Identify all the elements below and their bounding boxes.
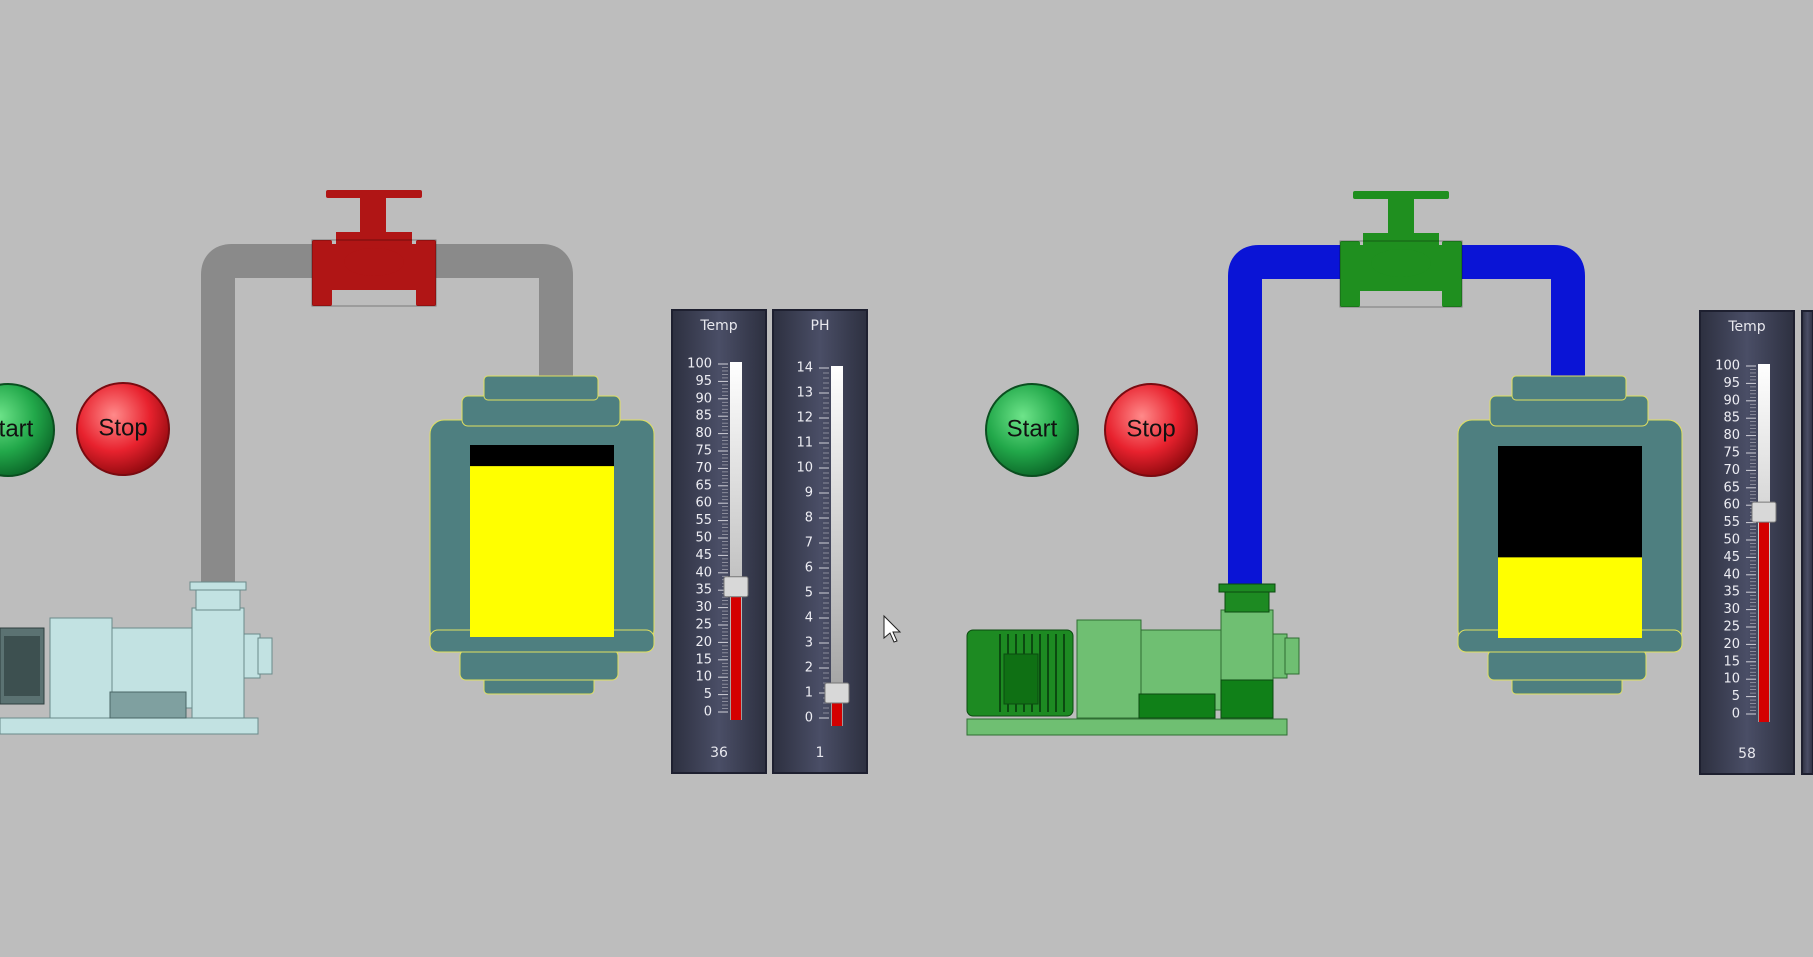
tank-right-liquid (1498, 557, 1642, 638)
start-button[interactable]: Start (0, 383, 55, 477)
gauge-panel-partial (1801, 310, 1813, 775)
gauge-tick-label: 75 (1723, 446, 1740, 461)
gauge-tick-label: 10 (695, 670, 712, 685)
gauge-tick-label: 14 (796, 361, 813, 376)
gauge-tick-label: 100 (1715, 359, 1740, 374)
gauge-tick-label: 80 (1723, 428, 1740, 443)
svg-text:Stop: Stop (1126, 415, 1175, 442)
pump-left[interactable] (0, 581, 273, 735)
gauge-tick-label: 11 (796, 436, 813, 451)
gauge-slider-handle[interactable] (1751, 501, 1777, 523)
gauge-tick-label: 0 (704, 705, 712, 720)
gauge-tick-label: 95 (1723, 376, 1740, 391)
gauge-tick-label: 85 (1723, 411, 1740, 426)
gauge-tick-label: 20 (1723, 637, 1740, 652)
gauge-tick-label: 3 (805, 636, 813, 651)
gauge-value: 1 (816, 745, 825, 761)
svg-text:Start: Start (1007, 415, 1058, 442)
gauge-tick-label: 70 (1723, 463, 1740, 478)
gauge-tick-label: 40 (695, 565, 712, 580)
gauge-tick-label: 45 (1723, 550, 1740, 565)
gauge-tick-label: 15 (695, 652, 712, 667)
gauge-tick-label: 50 (695, 531, 712, 546)
gauge-tick-label: 5 (704, 687, 712, 702)
gauge-temp-right[interactable]: Temp 0 5 10 15 20 25 30 35 40 45 50 55 60 65 70 75 80 85 9… (1699, 310, 1795, 775)
gauge-tick-label: 95 (695, 374, 712, 389)
gauge-tick-label: 55 (695, 513, 712, 528)
stop-button[interactable]: Stop (1104, 383, 1198, 477)
gauge-tick-label: 55 (1723, 515, 1740, 530)
gauge-tick-label: 30 (695, 600, 712, 615)
svg-text:Start: Start (0, 415, 34, 442)
gauge-tick-label: 30 (1723, 602, 1740, 617)
gauge-tick-label: 15 (1723, 654, 1740, 669)
start-button[interactable]: Start (985, 383, 1079, 477)
pump-right[interactable] (966, 583, 1300, 736)
gauge-tick-label: 25 (1723, 620, 1740, 635)
gauge-fill (1759, 512, 1769, 722)
gauge-tick-label: 60 (1723, 498, 1740, 513)
gauge-fill (832, 693, 842, 726)
gauge-tick-label: 10 (1723, 672, 1740, 687)
tank-right (1457, 375, 1683, 695)
gauge-title: Temp (1727, 319, 1765, 335)
gauge-tick-label: 25 (695, 618, 712, 633)
gauge-tick-label: 75 (695, 444, 712, 459)
gauge-tick-label: 13 (796, 386, 813, 401)
gauge-tick-label: 90 (1723, 393, 1740, 408)
gauge-tick-label: 35 (1723, 585, 1740, 600)
stop-button[interactable]: Stop (76, 382, 170, 476)
gauge-slider-handle[interactable] (824, 682, 850, 704)
mouse-cursor-icon (883, 614, 902, 643)
gauge-tick-label: 0 (805, 711, 813, 726)
gauge-value: 58 (1738, 746, 1756, 762)
gauge-value: 36 (710, 745, 728, 761)
gauge-title: PH (811, 318, 830, 334)
station-left: Start Stop (0, 190, 868, 774)
valve-left[interactable] (311, 190, 437, 307)
gauge-temp-left[interactable]: Temp 0 5 10 15 20 25 30 35 40 45 50 55 60 65 70 75 80 85 9… (671, 309, 767, 774)
gauge-title: Temp (699, 318, 737, 334)
gauge-tick-label: 45 (695, 548, 712, 563)
svg-text:Stop: Stop (98, 414, 147, 441)
gauge-tick-label: 20 (695, 635, 712, 650)
tank-left (429, 375, 655, 695)
gauge-tick-label: 90 (695, 391, 712, 406)
gauge-tick-label: 7 (805, 536, 813, 551)
tank-left-liquid (470, 466, 614, 637)
gauge-tick-label: 65 (695, 478, 712, 493)
gauge-tick-label: 40 (1723, 567, 1740, 582)
gauge-tick-label: 9 (805, 486, 813, 501)
gauge-tick-label: 5 (1732, 689, 1740, 704)
gauge-tick-label: 85 (695, 409, 712, 424)
gauge-tick-label: 8 (805, 511, 813, 526)
gauge-tick-label: 10 (796, 461, 813, 476)
station-right: Start Stop (966, 191, 1813, 775)
gauge-tick-label: 6 (805, 561, 813, 576)
gauge-tick-label: 35 (695, 583, 712, 598)
gauge-tick-label: 100 (687, 357, 712, 372)
gauge-fill (731, 586, 741, 720)
gauge-tick-label: 70 (695, 461, 712, 476)
gauge-slider-handle[interactable] (723, 576, 749, 598)
gauge-tick-label: 2 (805, 661, 813, 676)
gauge-tick-label: 12 (796, 411, 813, 426)
gauge-tick-label: 5 (805, 586, 813, 601)
gauge-tick-label: 60 (695, 496, 712, 511)
gauge-track (831, 366, 843, 726)
gauge-tick-label: 50 (1723, 533, 1740, 548)
gauge-tick-label: 4 (805, 611, 813, 626)
gauge-tick-label: 1 (805, 686, 813, 701)
gauge-tick-label: 65 (1723, 480, 1740, 495)
gauge-tick-label: 80 (695, 426, 712, 441)
gauge-tick-label: 0 (1732, 707, 1740, 722)
valve-right[interactable] (1339, 191, 1463, 308)
